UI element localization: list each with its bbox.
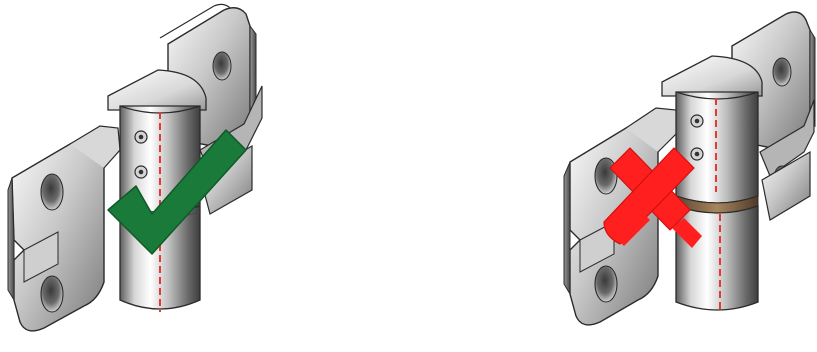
front-plate [8,126,120,331]
hinge-correct [8,4,262,331]
hinge-incorrect [564,12,815,325]
barrel-lower [676,206,758,312]
